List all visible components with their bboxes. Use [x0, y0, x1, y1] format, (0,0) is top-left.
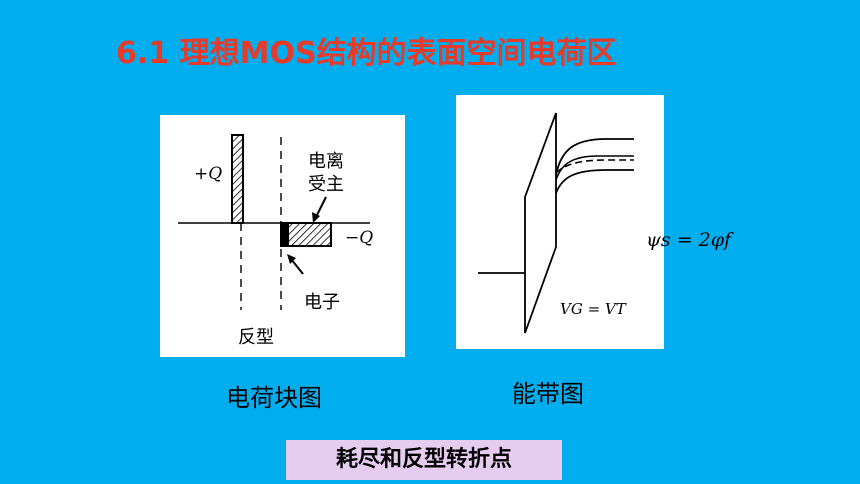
energy-band-caption: 能带图: [512, 380, 584, 408]
valence-band: [555, 169, 634, 194]
plus-q-label: +Q: [194, 164, 222, 184]
energy-band-diagram-panel: VG = VT: [456, 95, 664, 349]
minus-q-label: −Q: [345, 228, 373, 248]
charge-block-diagram-panel: +Q −Q 电离 受主 电子 反型: [160, 115, 405, 357]
intrinsic-level: [555, 155, 634, 181]
charge-block-diagram: +Q −Q 电离 受主 电子 反型: [178, 134, 373, 348]
acceptor-arrow-head: [312, 212, 320, 223]
inversion-label: 反型: [238, 327, 274, 348]
charge-block-caption: 电荷块图: [226, 384, 322, 412]
acceptor-ions-label-line2: 受主: [308, 174, 344, 195]
electron-arrow: [290, 258, 304, 275]
fermi-level: [555, 159, 634, 174]
acceptor-arrow: [315, 196, 327, 218]
transition-point-label: 耗尽和反型转折点: [286, 440, 562, 480]
electrons-label: 电子: [304, 292, 340, 313]
oxide-barrier: [524, 112, 557, 334]
page-title: 6.1 理想MOS结构的表面空间电荷区: [116, 36, 617, 71]
electron-arrow-head: [287, 254, 296, 264]
surface-potential-formula: ψs = 2φf: [646, 229, 732, 251]
vg-vt-label: VG = VT: [560, 300, 627, 318]
acceptor-ions-label-line1: 电离: [308, 151, 344, 172]
conduction-band: [555, 138, 634, 176]
electron-charge-layer: [281, 223, 289, 246]
energy-band-diagram: VG = VT: [478, 112, 634, 334]
gate-charge-bar: [231, 134, 244, 224]
